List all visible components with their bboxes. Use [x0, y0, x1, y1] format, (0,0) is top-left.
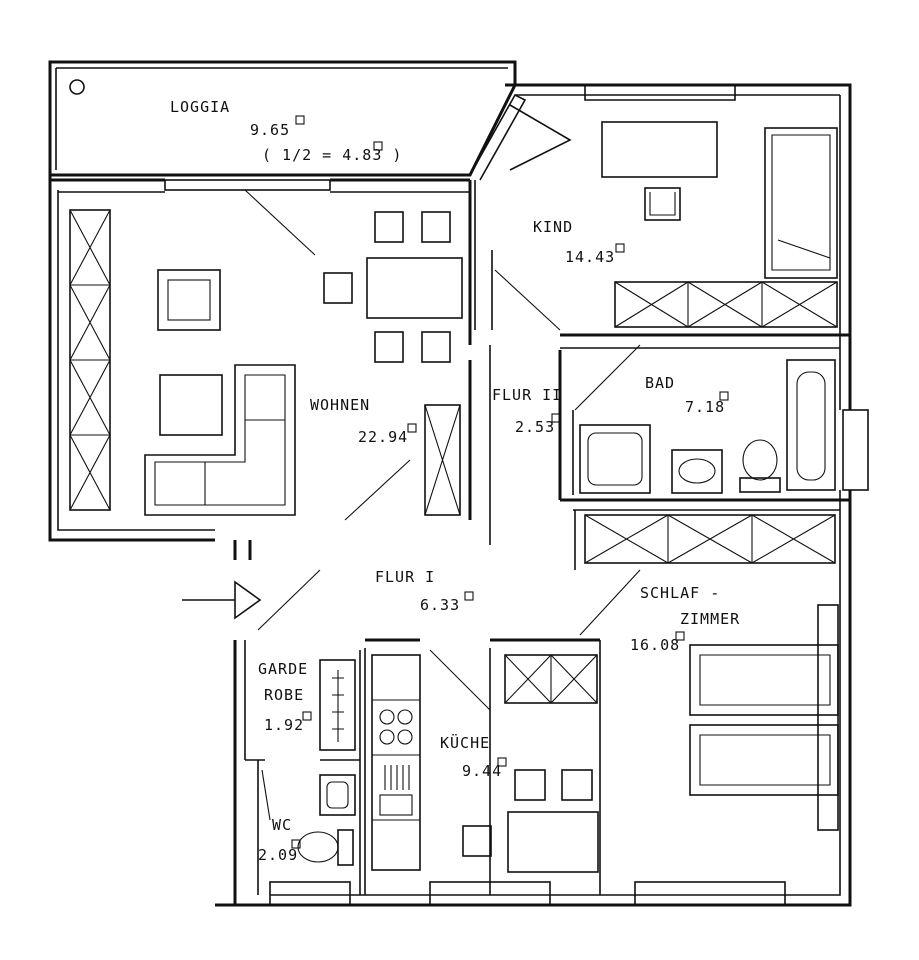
sqm-unit-icon: [373, 141, 383, 151]
flur2-area: 2.53: [515, 418, 555, 436]
flur1-area: 6.33: [420, 596, 460, 614]
kueche-name: KÜCHE: [440, 733, 490, 752]
sqm-unit-icon: [302, 711, 312, 721]
wc-area: 2.09: [258, 846, 298, 864]
loggia-name: LOGGIA: [170, 98, 230, 116]
sqm-unit-icon: [497, 757, 507, 767]
outer-walls: [48, 60, 869, 907]
flur1-name: FLUR I: [375, 568, 435, 586]
loggia-drain: [69, 79, 85, 95]
schlaf-name-line2: ZIMMER: [680, 610, 740, 628]
sqm-unit-icon: [295, 115, 305, 125]
furniture: [69, 121, 839, 873]
kind-area: 14.43: [565, 248, 615, 266]
kueche-area: 9.44: [462, 762, 502, 780]
flur2-name: FLUR II: [492, 386, 562, 404]
entrance-arrow-icon: [182, 580, 262, 620]
door-swings: [69, 79, 641, 821]
sqm-unit-icon: [719, 391, 729, 401]
wc-name: WC: [272, 816, 292, 834]
sqm-unit-icon: [407, 423, 417, 433]
bad-area: 7.18: [685, 398, 725, 416]
garderobe-area: 1.92: [264, 716, 304, 734]
sqm-unit-icon: [464, 591, 474, 601]
loggia-area: 9.65: [250, 121, 290, 139]
sqm-unit-icon: [615, 243, 625, 253]
garderobe-name-line1: GARDE: [258, 660, 308, 678]
sqm-unit-icon: [675, 631, 685, 641]
interior-walls: [245, 180, 850, 895]
wohnen-name: WOHNEN: [310, 396, 370, 414]
wohnen-area: 22.94: [358, 428, 408, 446]
kind-name: KIND: [533, 218, 573, 236]
garderobe-name-line2: ROBE: [264, 686, 304, 704]
schlaf-area: 16.08: [630, 636, 680, 654]
bad-name: BAD: [645, 374, 675, 392]
sqm-unit-icon: [291, 839, 301, 849]
sqm-unit-icon: [551, 413, 561, 423]
wohnen-wall-cabinet: [69, 209, 111, 511]
room-labels: LOGGIA 9.65 ( 1/2 = 4.83 ) KIND 14.43 WO…: [170, 98, 740, 864]
loggia-note: ( 1/2 = 4.83 ): [262, 146, 402, 164]
schlaf-name-line1: SCHLAF -: [640, 584, 720, 602]
